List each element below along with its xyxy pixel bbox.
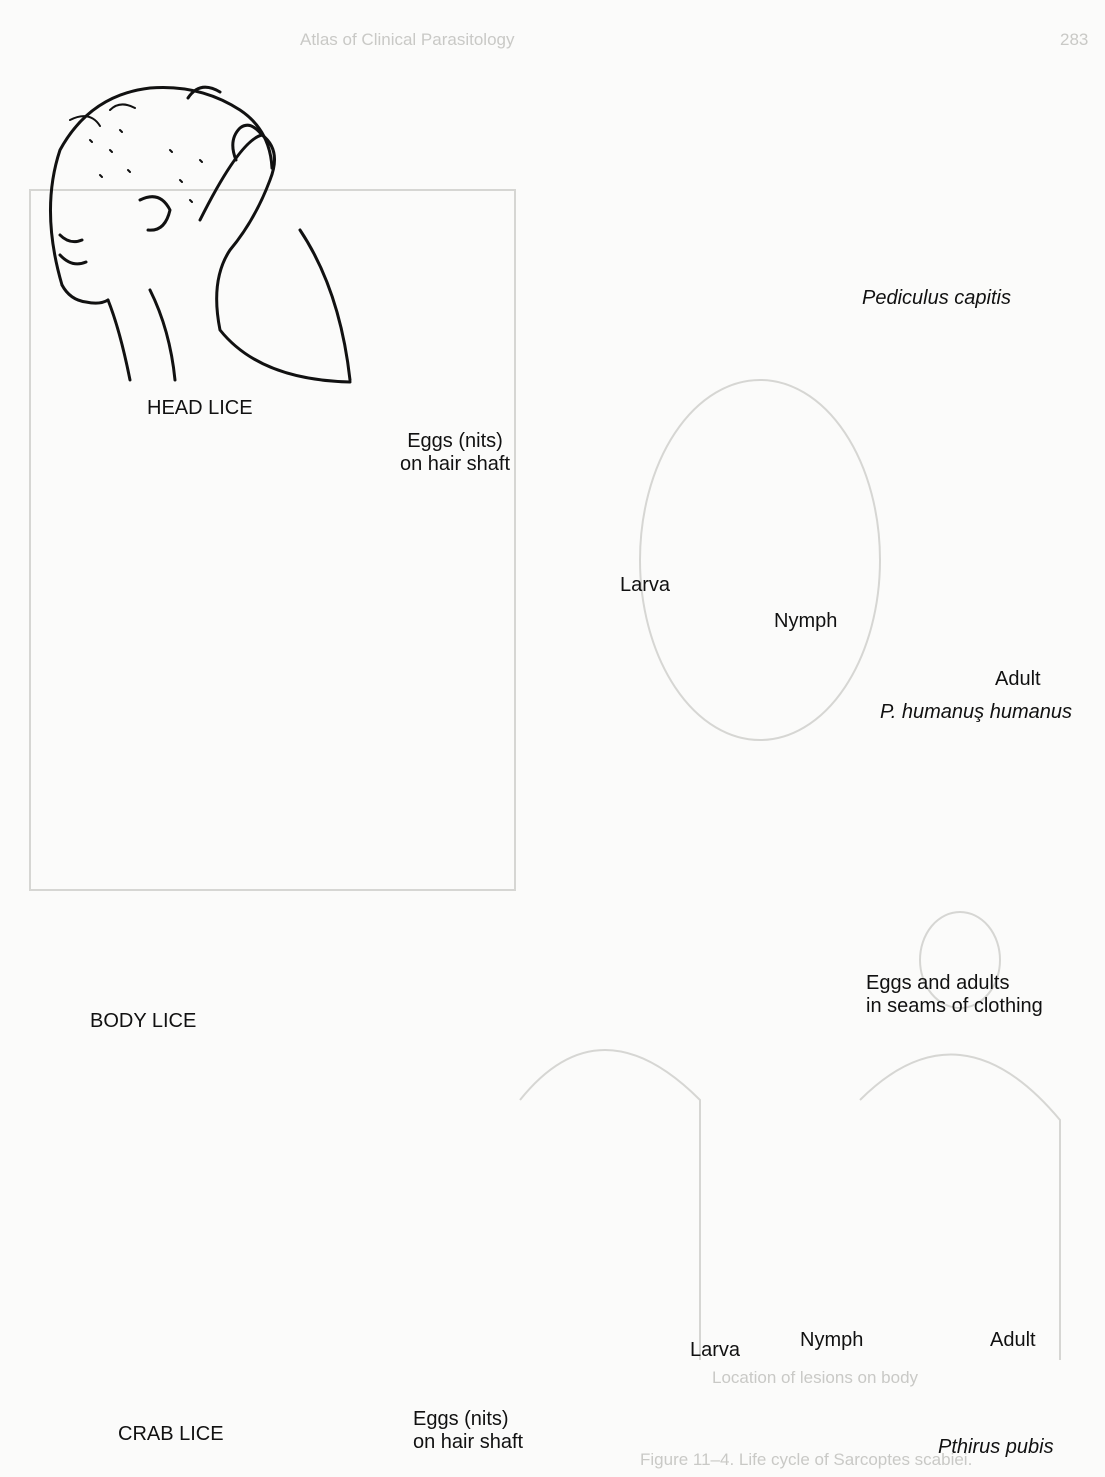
- label-eggs-crab: Eggs (nits) on hair shaft: [413, 1408, 523, 1454]
- label-nymph-bottom: Nymph: [800, 1329, 863, 1352]
- label-crab-lice: CRAB LICE: [118, 1423, 224, 1446]
- label-eggs-seams: Eggs and adults in seams of clothing: [866, 972, 1043, 1018]
- label-head-lice: HEAD LICE: [147, 397, 253, 420]
- label-larva-top: Larva: [620, 574, 670, 597]
- label-larva-bottom: Larva: [690, 1339, 740, 1362]
- label-eggs-head: Eggs (nits) on hair shaft: [385, 430, 525, 476]
- label-adult-top: Adult: [995, 668, 1041, 691]
- label-nymph-top: Nymph: [774, 610, 837, 633]
- label-p-humanus: P. humanuş humanus: [880, 701, 1072, 724]
- label-body-lice: BODY LICE: [90, 1010, 196, 1033]
- head-lice-figure: [50, 87, 350, 382]
- label-pthirus-pubis: Pthirus pubis: [938, 1436, 1054, 1459]
- label-pediculus-capitis: Pediculus capitis: [862, 287, 1011, 310]
- label-adult-bottom: Adult: [990, 1329, 1036, 1352]
